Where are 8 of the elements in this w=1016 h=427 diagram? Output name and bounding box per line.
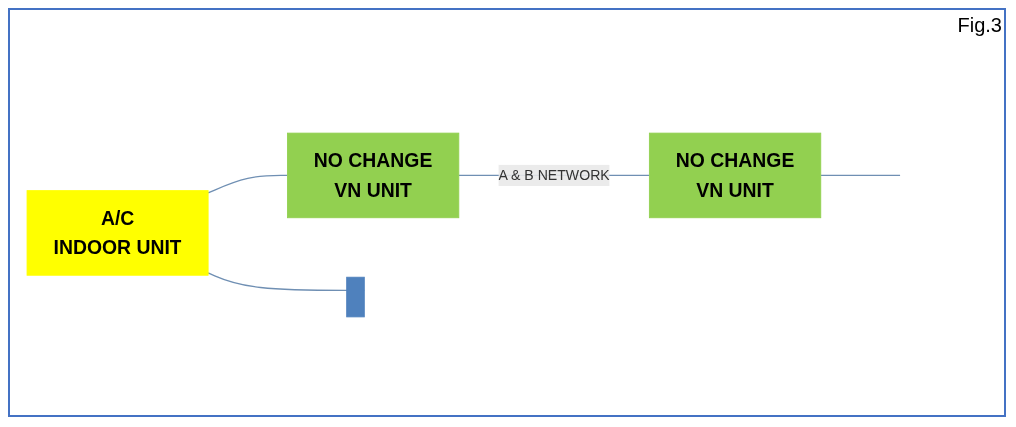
connector (207, 174, 289, 194)
node-box: NO CHANGE VN UNIT (648, 132, 822, 219)
node-bar (346, 276, 365, 318)
figure-label: Fig.3 (957, 14, 1002, 37)
node-box: A/C INDOOR UNIT (26, 190, 209, 276)
edge-label: A & B NETWORK (498, 167, 610, 183)
connector (820, 174, 901, 177)
node-box: NO CHANGE VN UNIT (287, 132, 460, 219)
